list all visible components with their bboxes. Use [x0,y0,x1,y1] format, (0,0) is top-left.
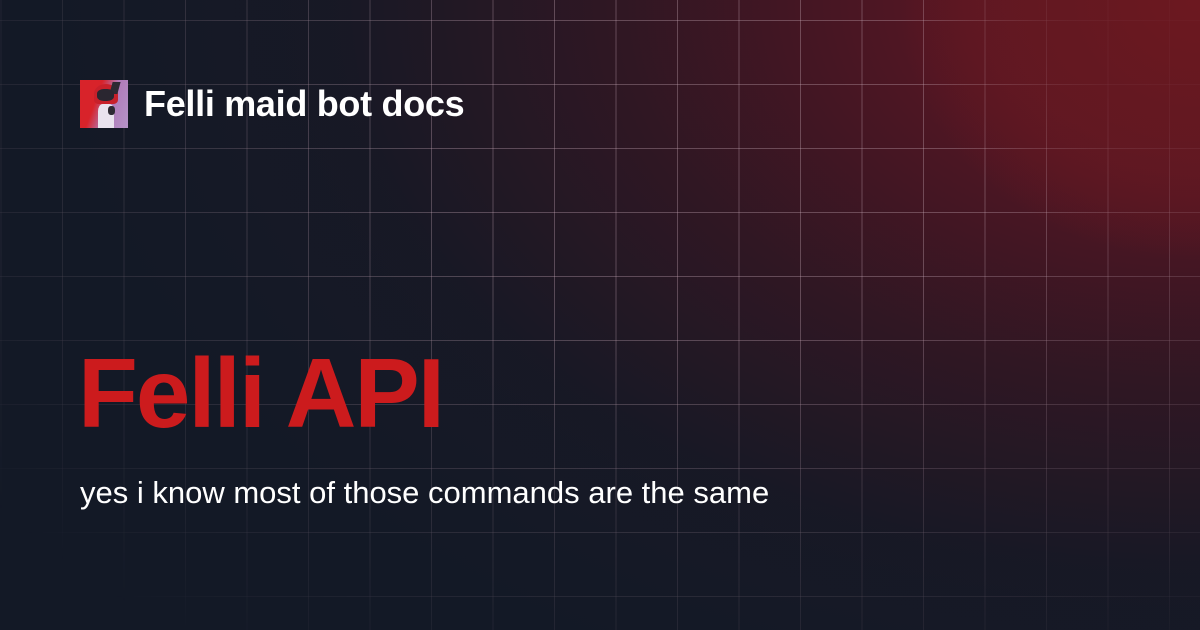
site-name: Felli maid bot docs [144,83,465,124]
page-description: yes i know most of those commands are th… [80,475,770,510]
page-title: Felli API [78,338,445,448]
felli-avatar-icon [80,80,128,128]
site-header: Felli maid bot docs [80,80,465,128]
